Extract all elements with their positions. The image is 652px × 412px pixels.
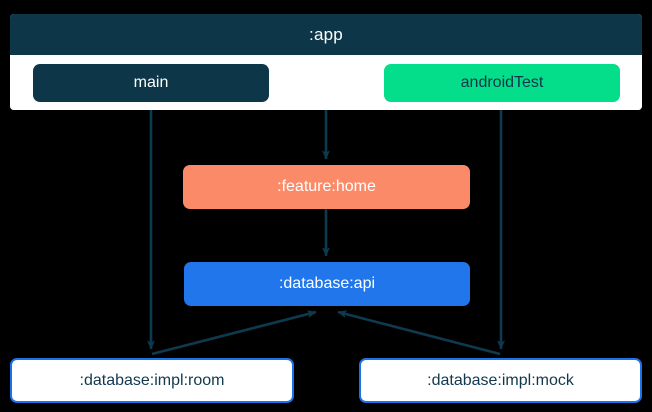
node-feature-home[interactable]: :feature:home xyxy=(183,165,470,209)
node-database-api[interactable]: :database:api xyxy=(184,262,470,306)
node-database-impl-room-label: :database:impl:room xyxy=(79,371,225,389)
node-main-label: main xyxy=(133,74,169,91)
edge-database-impl-room-to-database-api xyxy=(151,310,317,356)
node-main[interactable]: main xyxy=(33,64,269,102)
node-database-impl-room[interactable]: :database:impl:room xyxy=(10,358,294,403)
node-database-impl-mock-label: :database:impl:mock xyxy=(427,371,574,389)
node-database-impl-mock[interactable]: :database:impl:mock xyxy=(359,358,642,403)
node-androidtest[interactable]: androidTest xyxy=(384,64,620,102)
cluster-app-title: :app xyxy=(10,14,642,55)
edge-database-impl-mock-to-database-api xyxy=(337,310,501,356)
node-androidtest-label: androidTest xyxy=(460,74,544,91)
node-feature-home-label: :feature:home xyxy=(277,178,376,195)
node-database-api-label: :database:api xyxy=(278,275,376,292)
